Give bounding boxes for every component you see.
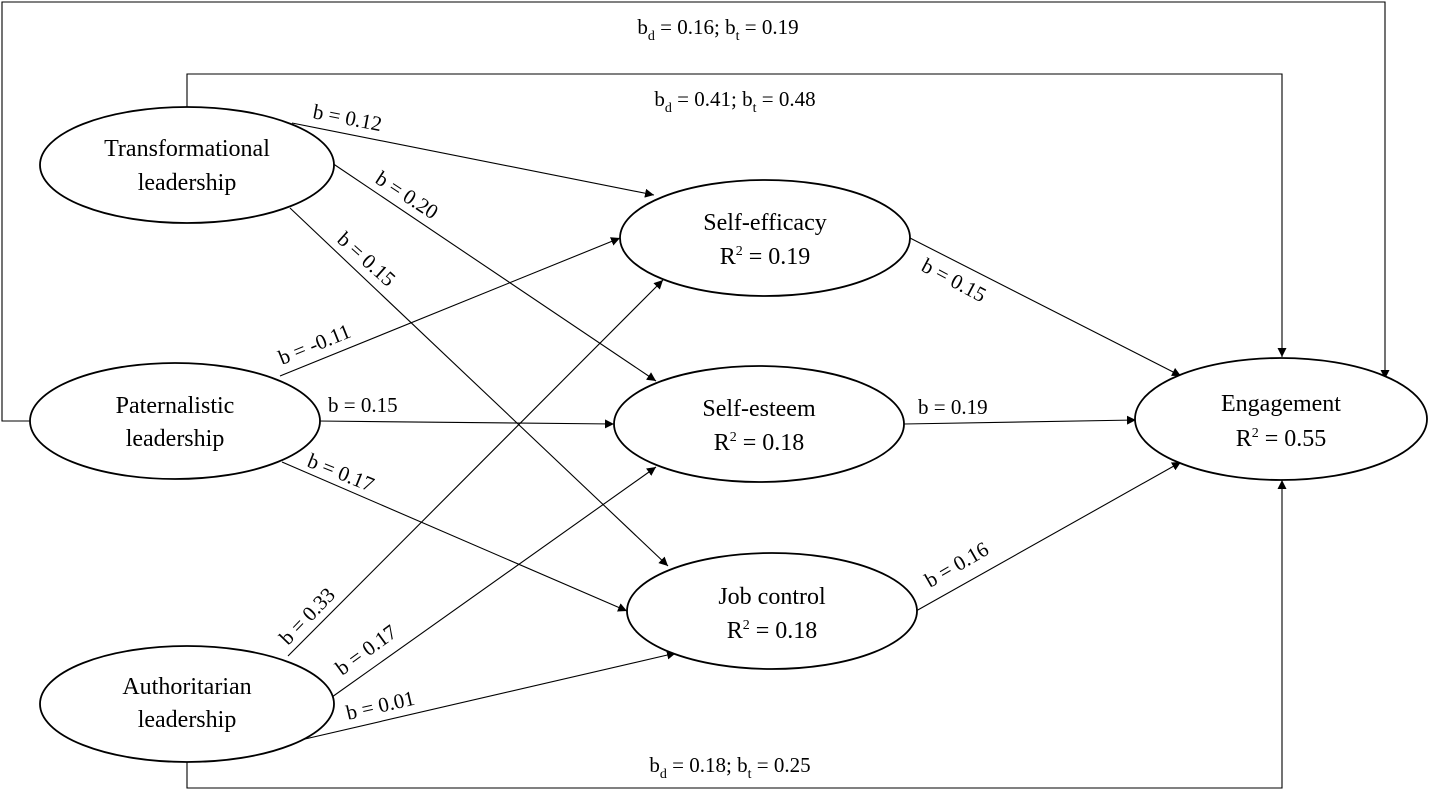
jobcontrol-to-engagement-arrow (915, 461, 1182, 612)
node-label: Transformational (104, 136, 270, 162)
path-label-pl-selfesteem: b = 0.15 (328, 393, 398, 417)
selfesteem-to-engagement-arrow (903, 415, 1137, 425)
r-squared-label: R2 = 0.18 (714, 430, 805, 456)
selfefficacy-to-engagement-arrow (909, 237, 1182, 377)
tl-to-selfesteem-arrow (331, 162, 657, 382)
effect-label-authoritarian: bd = 0.18; bt = 0.25 (649, 753, 810, 782)
node-self-efficacy: Self-efficacy R2 = 0.19 (619, 179, 911, 297)
path-label-al-selfesteem: b = 0.17 (331, 620, 401, 680)
tl-to-jobcontrol-arrow (289, 207, 669, 567)
path-label-al-selfefficacy: b = 0.33 (274, 583, 340, 650)
al-to-selfefficacy-arrow (287, 279, 664, 657)
path-label-al-jobcontrol: b = 0.01 (344, 686, 417, 725)
effect-label-paternalistic: bd = 0.16; bt = 0.19 (637, 15, 798, 44)
path-label-tl-selfefficacy: b = 0.12 (311, 99, 384, 136)
tl-to-selfefficacy-arrow (291, 122, 655, 198)
node-label: Paternalistic (116, 393, 235, 419)
path-label-tl-selfesteem: b = 0.20 (371, 166, 442, 224)
node-engagement: Engagement R2 = 0.55 (1134, 357, 1428, 481)
node-label: Self-esteem (702, 396, 816, 422)
r-squared-label: R2 = 0.55 (1236, 426, 1327, 452)
node-label: leadership (138, 707, 237, 733)
path-label-jobcontrol-engagement: b = 0.16 (921, 537, 993, 593)
pl-to-jobcontrol-arrow (281, 461, 628, 612)
node-label: leadership (126, 426, 225, 452)
node-transformational-leadership: Transformational leadership (39, 106, 335, 224)
pl-to-selfesteem-arrow (317, 419, 615, 429)
authoritarian-engagement-outer-path (186, 480, 1287, 789)
path-label-selfefficacy-engagement: b = 0.15 (918, 253, 991, 307)
node-label: Engagement (1221, 391, 1341, 417)
r-squared-label: R2 = 0.19 (720, 244, 811, 270)
node-label: Job control (718, 584, 826, 610)
effect-label-transformational: bd = 0.41; bt = 0.48 (654, 87, 815, 116)
path-label-tl-jobcontrol: b = 0.15 (333, 227, 401, 291)
transformational-engagement-outer-path (186, 73, 1287, 357)
al-to-selfesteem-arrow (331, 466, 657, 698)
node-label: Self-efficacy (703, 210, 826, 236)
r-squared-label: R2 = 0.18 (727, 618, 818, 644)
path-label-pl-jobcontrol: b = 0.17 (304, 448, 378, 496)
node-paternalistic-leadership: Paternalistic leadership (29, 362, 321, 480)
al-to-jobcontrol-arrow (291, 650, 677, 743)
node-authoritarian-leadership: Authoritarian leadership (39, 645, 335, 763)
node-job-control: Job control R2 = 0.18 (626, 552, 918, 670)
path-label-selfesteem-engagement: b = 0.19 (918, 395, 988, 419)
node-label: Authoritarian (122, 674, 251, 700)
node-label: leadership (138, 170, 237, 196)
node-self-esteem: Self-esteem R2 = 0.18 (613, 365, 905, 483)
pl-to-selfefficacy-arrow (279, 237, 621, 377)
paternalistic-engagement-outer-path (1, 1, 1390, 422)
